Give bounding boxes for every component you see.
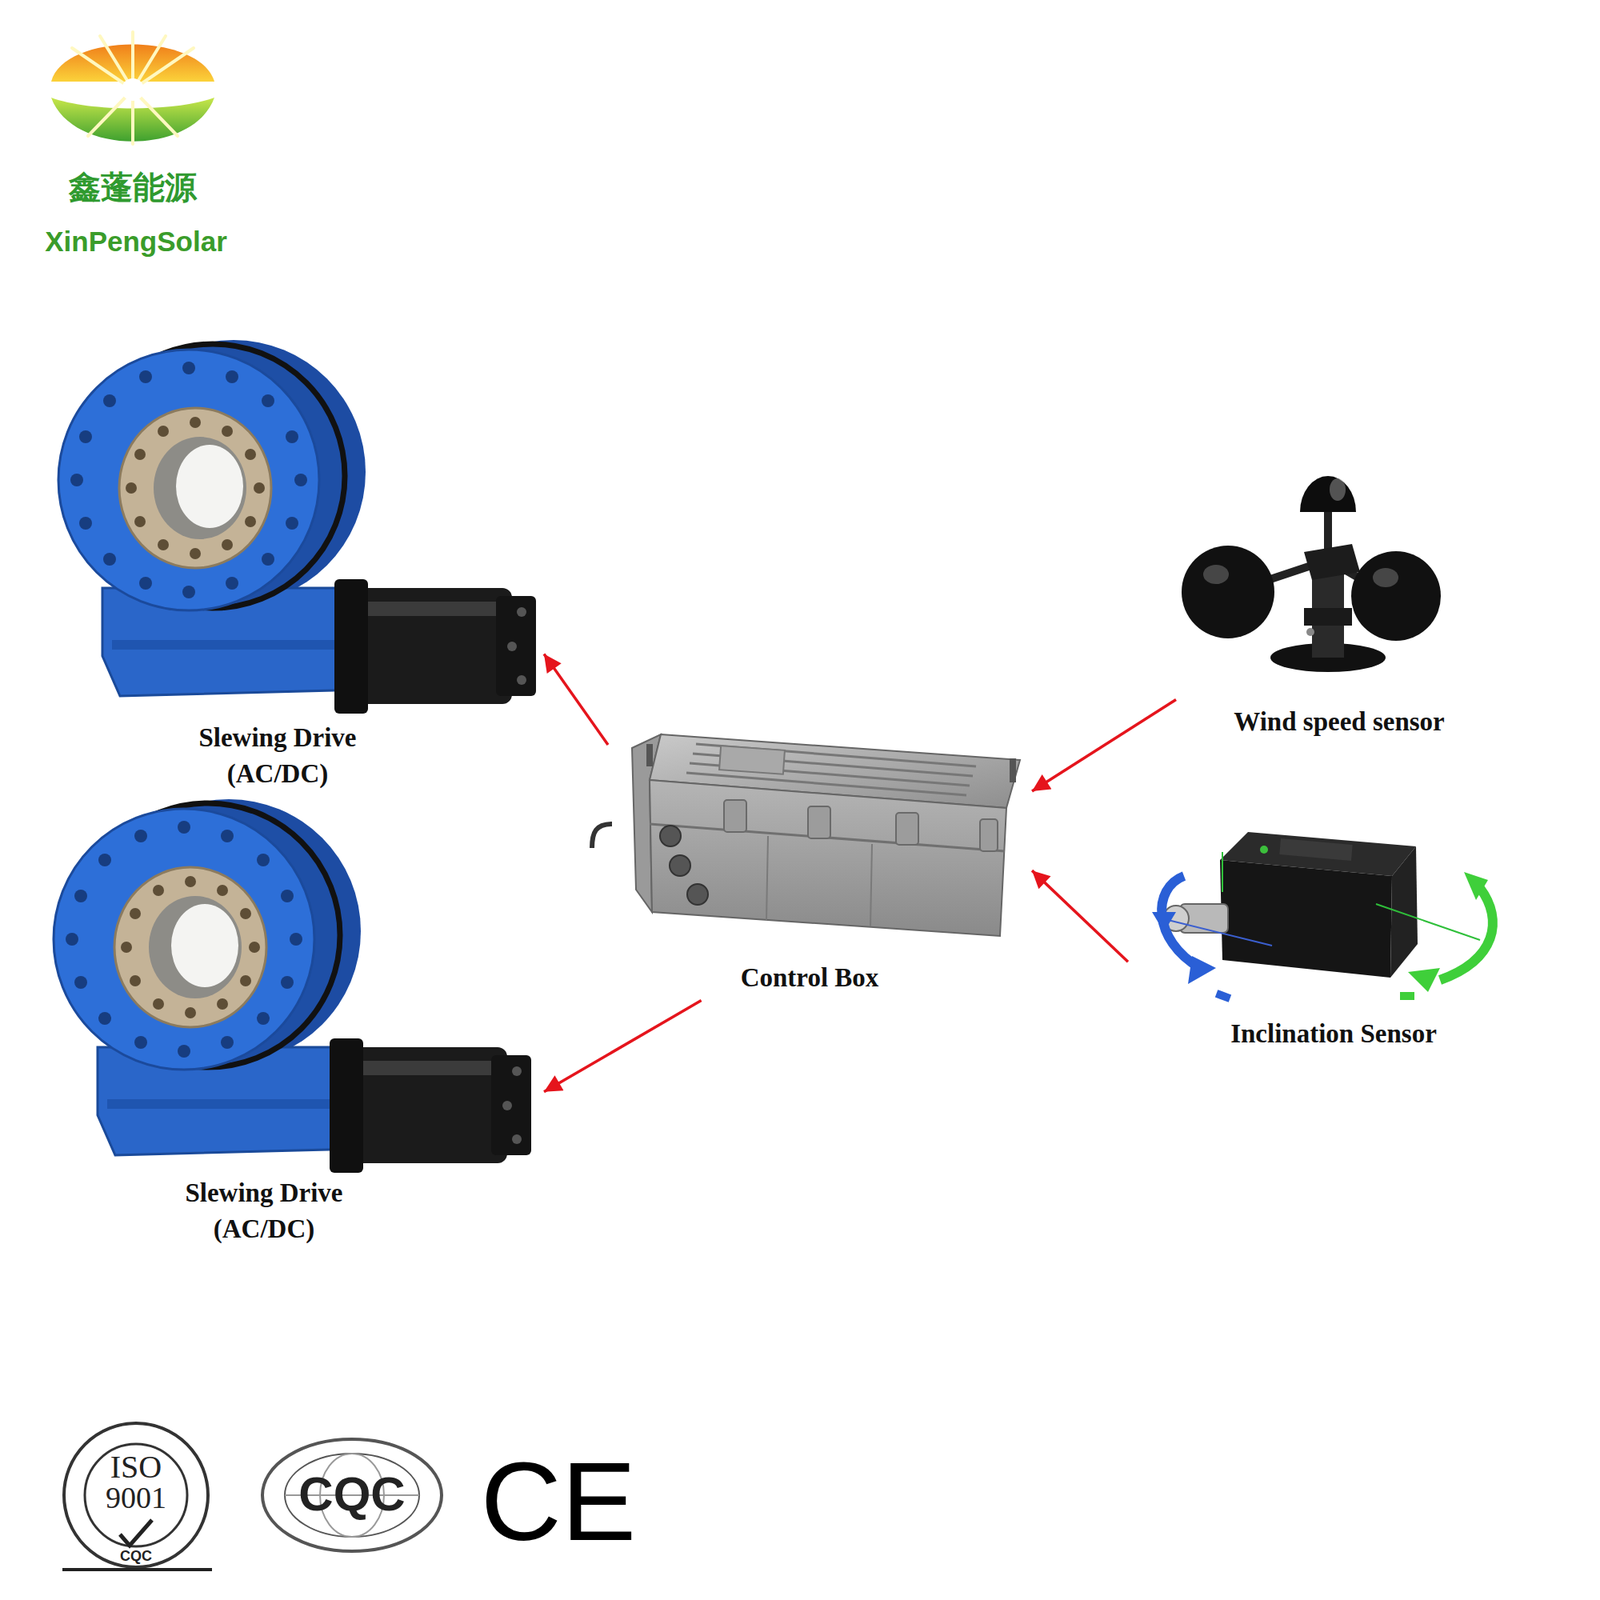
signal-arrow [544, 654, 608, 745]
inclination-sensor-picture [1152, 832, 1493, 1003]
component-node: Inclination Sensor [1128, 820, 1496, 1057]
illustration-part [649, 780, 1007, 936]
illustration-part [1376, 904, 1480, 940]
illustration-part [1220, 860, 1392, 978]
illustration-part [766, 836, 872, 927]
component-label: Inclination Sensor [1230, 1016, 1437, 1052]
component-node: Slewing Drive (AC/DC) [48, 344, 544, 800]
illustration-part [1390, 846, 1418, 978]
component-node: Wind speed sensor [1176, 464, 1488, 745]
certification-text: CE [480, 1440, 636, 1564]
component-label: Wind speed sensor [1233, 704, 1444, 740]
control-box-picture [592, 734, 1020, 936]
certification-text: CQC [120, 1548, 152, 1565]
illustration-part [870, 844, 872, 927]
component-node: Control Box [608, 724, 1032, 1001]
illustration-part [980, 819, 998, 852]
illustration-part [646, 744, 653, 767]
illustration-part [1009, 758, 1016, 783]
illustration-part [896, 812, 919, 845]
illustration-part [1152, 912, 1176, 932]
signal-arrow [544, 1000, 702, 1092]
illustration-part [1188, 956, 1216, 984]
illustration-part [1440, 888, 1493, 980]
component-node: Slewing Drive (AC/DC) [48, 800, 544, 1256]
illustration-part [687, 884, 708, 905]
certification-text: CQC [298, 1468, 405, 1521]
illustration-part [724, 800, 998, 852]
illustration-part [120, 1520, 152, 1546]
slewing-drive-picture [58, 340, 536, 714]
certification-text: ISO [110, 1449, 162, 1485]
illustration-part [766, 836, 768, 920]
illustration-part [62, 1568, 212, 1572]
illustration-part [1221, 852, 1224, 892]
illustration-part [724, 800, 747, 832]
illustration-part [262, 1439, 442, 1552]
illustration-part [1168, 920, 1272, 946]
illustration-part [284, 1453, 420, 1537]
illustration-part [121, 78, 144, 101]
component-label: Control Box [740, 960, 880, 996]
illustration-part [660, 825, 681, 847]
illustration-part [660, 825, 708, 905]
illustration-part [592, 824, 612, 848]
illustration-part [1351, 551, 1441, 641]
illustration-part [1181, 545, 1275, 639]
illustration-part [1372, 568, 1399, 588]
illustration-part [72, 32, 194, 144]
illustration-part [1400, 992, 1415, 1000]
illustration-part [669, 855, 691, 876]
wind-sensor-picture [1181, 476, 1441, 672]
signal-arrow [1032, 870, 1128, 962]
illustration-part [1279, 838, 1352, 861]
illustration-part [1329, 478, 1346, 501]
illustration-part [1464, 872, 1488, 900]
signal-arrow [1032, 699, 1176, 792]
illustration-part [1306, 628, 1315, 636]
certification-marks [62, 1423, 442, 1570]
illustration-part [1203, 564, 1229, 584]
logo-text: XinPengSolar [44, 226, 228, 258]
illustration-part [1260, 845, 1268, 854]
illustration-part [1304, 544, 1360, 580]
illustration-part [1300, 476, 1356, 512]
component-label: Slewing Drive (AC/DC) [169, 720, 386, 792]
illustration-part [84, 1444, 188, 1547]
illustration-part [1304, 608, 1352, 626]
illustration-part [719, 745, 785, 775]
illustration-part [1215, 989, 1232, 1003]
company-logo [51, 32, 215, 144]
slewing-drive-picture [53, 799, 532, 1173]
component-label: Slewing Drive (AC/DC) [156, 1175, 372, 1247]
certification-text: 9001 [105, 1481, 167, 1516]
illustration-part [1408, 968, 1440, 992]
logo-text: 鑫蓬能源 [68, 169, 197, 205]
illustration-part [808, 806, 831, 839]
illustration-part [64, 1423, 208, 1568]
